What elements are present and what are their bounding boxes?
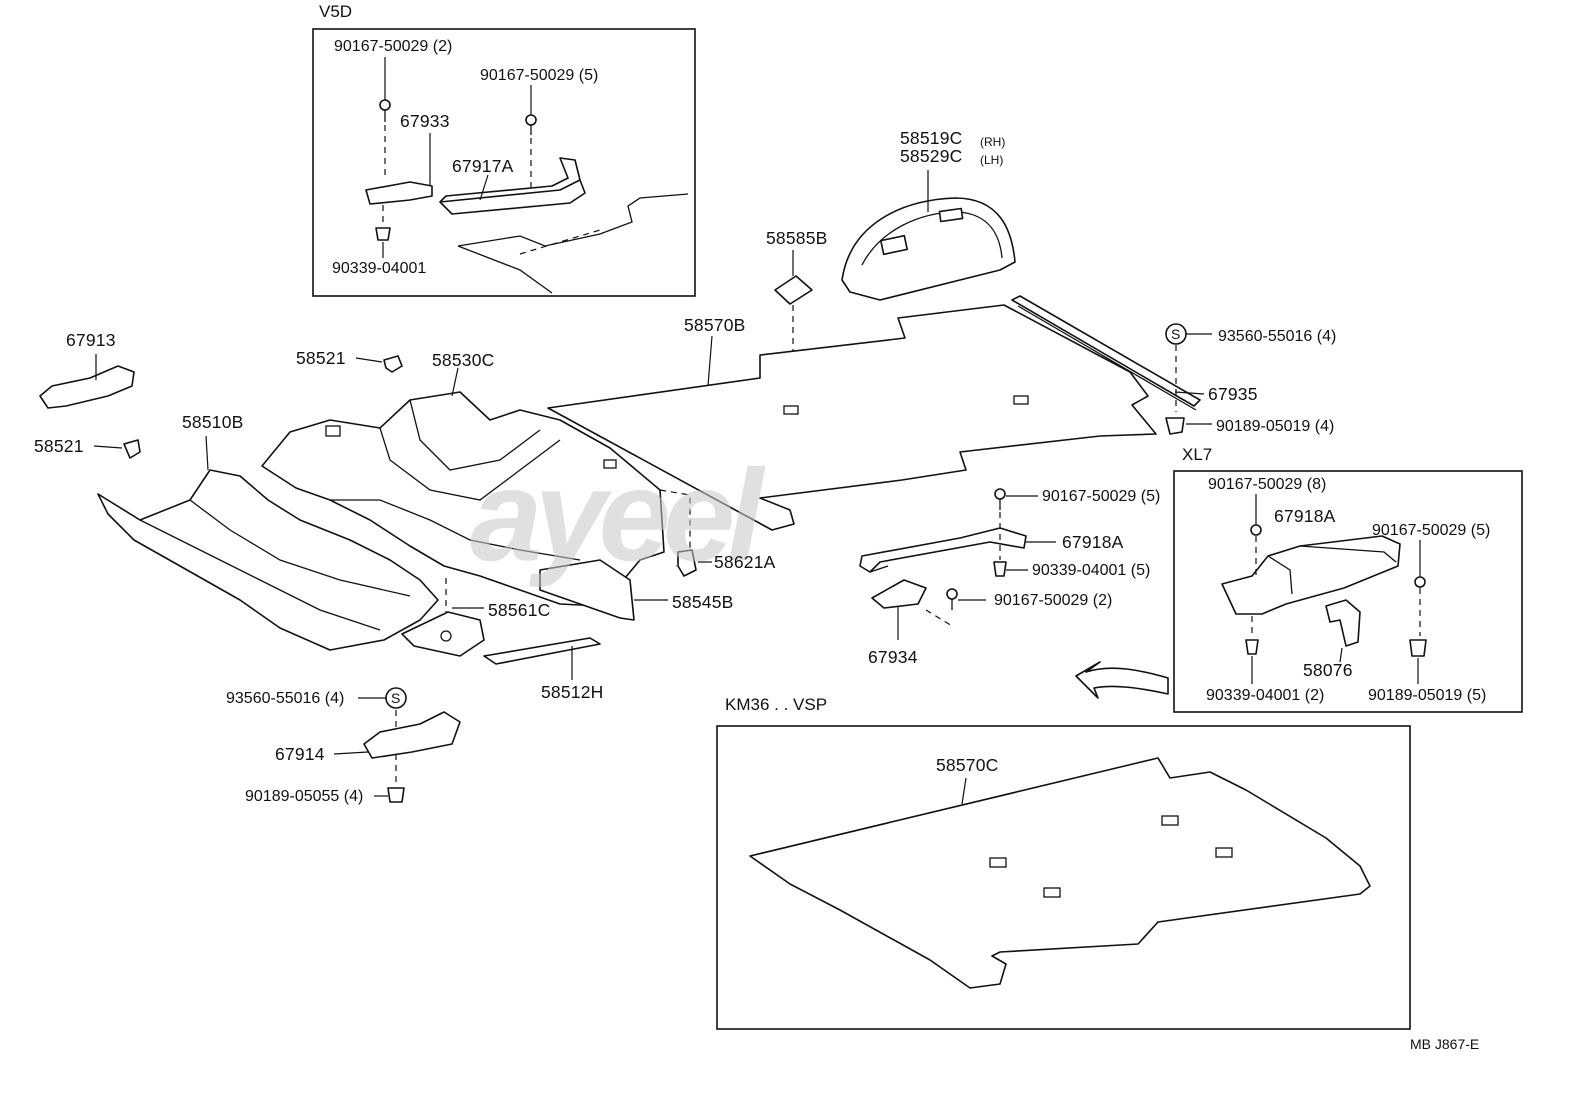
label-90189-a: 90189-05019 (4) — [1216, 418, 1335, 435]
label-93560-b: 93560-55016 (4) — [226, 690, 345, 707]
screw-icon — [1250, 494, 1262, 580]
clip-icon — [993, 561, 1028, 577]
bracket-58076 — [1325, 599, 1361, 647]
pad-58585b — [774, 250, 813, 410]
label-67918a: 67918A — [1062, 532, 1124, 552]
wheel-house-58519c — [841, 170, 1016, 301]
label-58561c: 58561C — [488, 600, 551, 620]
label-58570b: 58570B — [684, 315, 746, 335]
v5d-box — [312, 28, 696, 297]
screw-icon — [1414, 540, 1426, 636]
label-xl7-67918a: 67918A — [1274, 506, 1336, 526]
label-58510b: 58510B — [182, 412, 244, 432]
label-58621a: 58621A — [714, 552, 776, 572]
label-58076: 58076 — [1303, 660, 1353, 680]
label-58529c-side: (LH) — [980, 153, 1004, 167]
label-58570c: 58570C — [936, 755, 999, 775]
km36-box — [716, 725, 1411, 1030]
label-v5d-clip: 90339-04001 — [332, 260, 427, 277]
floor-carpet-58510b — [97, 435, 439, 651]
s-mark-icon — [1165, 323, 1212, 412]
clip-icon — [375, 205, 391, 258]
label-67933: 67933 — [400, 111, 450, 131]
rail-67935 — [1011, 295, 1205, 411]
label-90339-b: 90339-04001 (5) — [1032, 562, 1151, 579]
label-67917a: 67917A — [452, 156, 514, 176]
v5d-title: V5D — [319, 2, 353, 21]
rail-xl7-67918a — [1221, 535, 1401, 615]
watermark: ayeel — [470, 442, 763, 588]
panel-58545b — [539, 559, 668, 621]
screw-icon — [379, 57, 391, 180]
label-67913: 67913 — [66, 330, 116, 350]
label-v5d-screw-b: 90167-50029 (5) — [480, 67, 599, 84]
label-58521-b: 58521 — [34, 436, 84, 456]
label-58585b: 58585B — [766, 228, 828, 248]
clip-icon — [1245, 616, 1259, 684]
km36-title: KM36 . . VSP — [725, 695, 828, 714]
arrow-icon — [1075, 661, 1169, 699]
label-58545b: 58545B — [672, 592, 734, 612]
label-58512h: 58512H — [541, 682, 604, 702]
nut-icon — [374, 787, 405, 803]
label-58519c: 58519C — [900, 128, 963, 148]
s-mark-text-right: S — [1171, 326, 1181, 342]
label-xl7-clip: 90339-04001 (2) — [1206, 687, 1325, 704]
bracket-58561c — [401, 578, 485, 657]
xl7-title: XL7 — [1182, 445, 1213, 464]
label-58519c-side: (RH) — [980, 135, 1006, 149]
label-58529c: 58529C — [900, 146, 963, 166]
screw-icon — [994, 488, 1038, 560]
bracket-67913 — [39, 354, 135, 409]
strip-58512h — [483, 637, 601, 680]
carpet-58530c — [261, 367, 691, 607]
label-xl7-screw-b: 90167-50029 (5) — [1372, 522, 1491, 539]
screw-icon — [925, 588, 986, 627]
nut-icon — [1409, 639, 1427, 684]
label-90167-d: 90167-50029 (2) — [994, 592, 1113, 609]
bracket-67934 — [871, 579, 986, 640]
s-mark-text-left: S — [391, 690, 401, 706]
label-67914: 67914 — [275, 744, 325, 764]
rail-67917a — [439, 157, 586, 215]
label-67935: 67935 — [1208, 384, 1258, 404]
label-xl7-nut: 90189-05019 (5) — [1368, 687, 1487, 704]
rail-67918a — [859, 488, 1056, 577]
floor-mat-58570c — [749, 757, 1371, 989]
clip-icon — [93, 439, 141, 459]
clip-icon — [677, 549, 712, 577]
clip-icon — [355, 355, 403, 373]
xl7-box — [1173, 470, 1523, 713]
floor-mat-58570b — [547, 304, 1157, 531]
bracket-67914 — [333, 687, 461, 803]
bracket-67933 — [365, 181, 433, 205]
label-v5d-screw-a: 90167-50029 (2) — [334, 38, 453, 55]
label-58521-a: 58521 — [296, 348, 346, 368]
label-58530c: 58530C — [432, 350, 495, 370]
label-90189-b: 90189-05055 (4) — [245, 788, 364, 805]
screw-icon — [525, 85, 537, 200]
label-93560-a: 93560-55016 (4) — [1218, 328, 1337, 345]
label-xl7-screw-a: 90167-50029 (8) — [1208, 476, 1327, 493]
label-67934: 67934 — [868, 647, 918, 667]
label-90167-c: 90167-50029 (5) — [1042, 488, 1161, 505]
diagram-code: MB J867-E — [1410, 1036, 1480, 1052]
nut-icon — [1165, 417, 1212, 435]
